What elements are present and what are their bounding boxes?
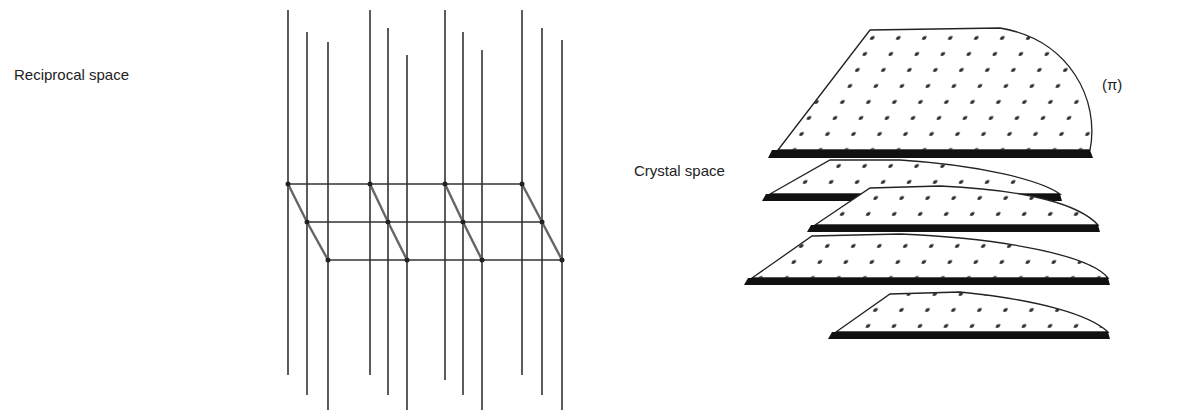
plane-label: (π) bbox=[1102, 76, 1122, 94]
crystal-plane bbox=[828, 292, 1110, 339]
crystal-plane bbox=[807, 186, 1100, 232]
crystal-plane bbox=[744, 234, 1110, 285]
region-label: Reciprocal space bbox=[14, 66, 129, 84]
region-label: Crystal space bbox=[634, 162, 725, 180]
lattice-slants bbox=[288, 184, 562, 260]
reciprocal-lattice bbox=[288, 10, 562, 410]
crystal-plane bbox=[768, 28, 1093, 158]
lattice-nodes bbox=[286, 182, 565, 263]
